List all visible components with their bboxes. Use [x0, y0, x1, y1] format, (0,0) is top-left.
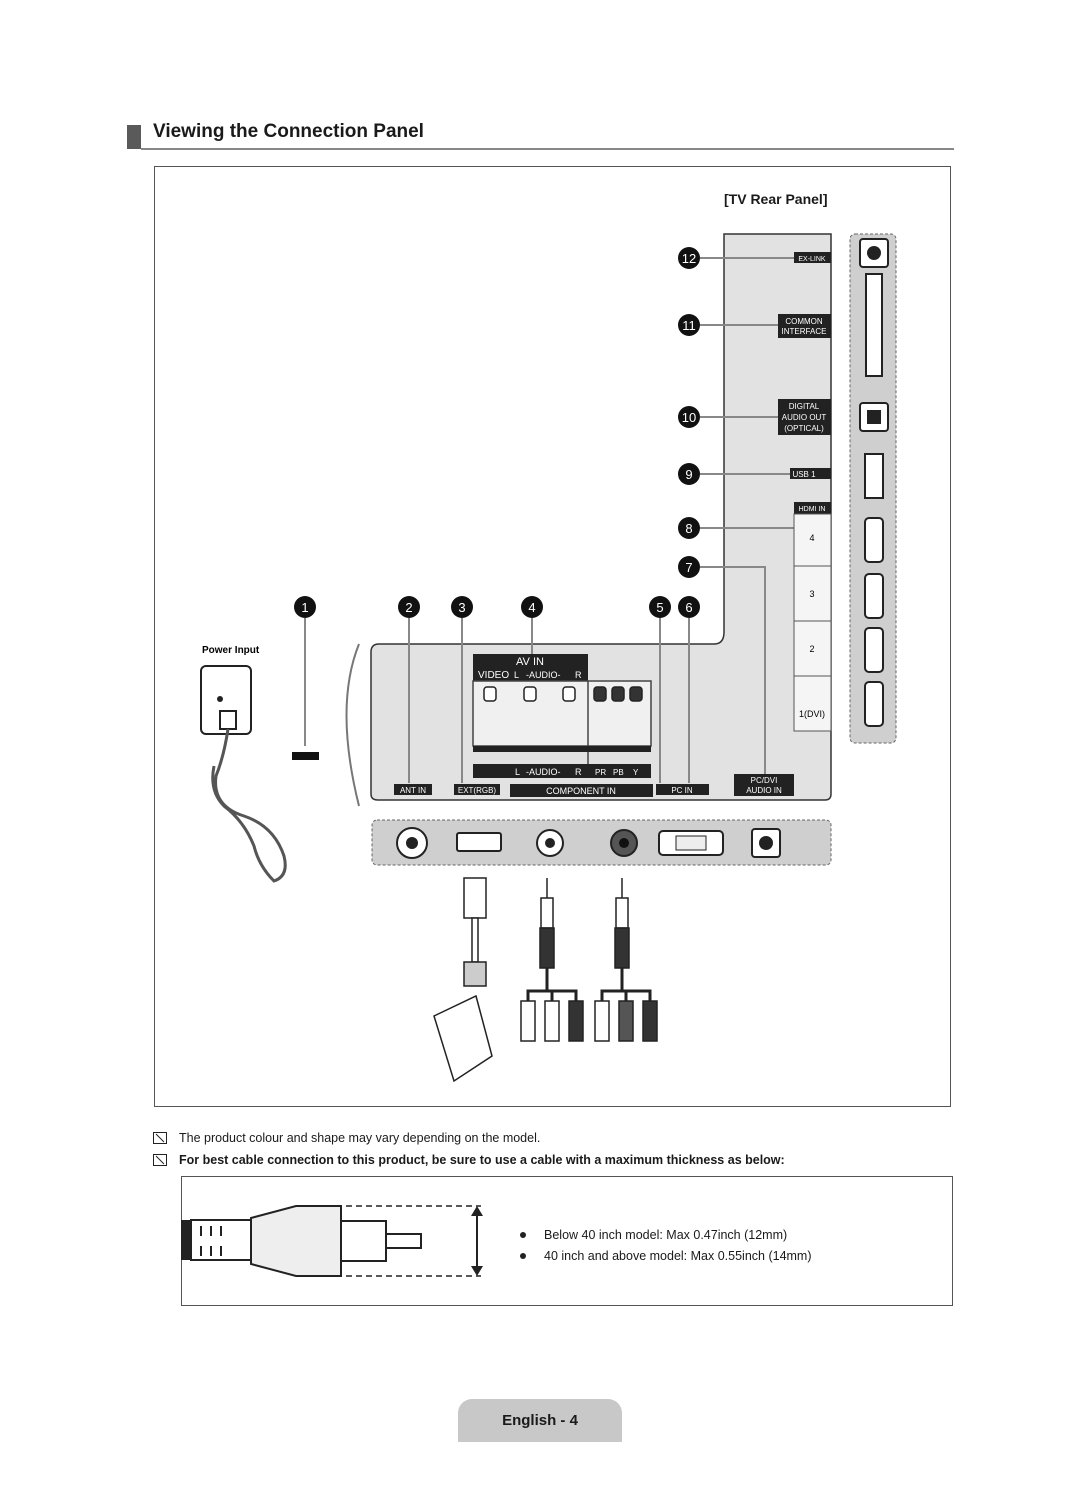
figure-title: [TV Rear Panel]	[724, 191, 828, 207]
ex-link-label: EX-LINK	[798, 256, 826, 263]
callout-2: 2	[398, 596, 420, 618]
callout-4: 4	[521, 596, 543, 618]
svg-text:4: 4	[528, 600, 535, 615]
common-interface-label-line2: INTERFACE	[782, 327, 827, 336]
callout-7: 7	[678, 556, 700, 578]
callout-8: 8	[678, 517, 700, 539]
digital-audio-label-line1: DIGITAL	[789, 402, 820, 411]
note-text: For best cable connection to this produc…	[179, 1153, 785, 1167]
pr-label: PR	[595, 768, 606, 777]
pc-dvi-label-line1: PC/DVI	[751, 776, 778, 785]
callout-12: 12	[678, 247, 700, 269]
callout-1: 1	[294, 596, 316, 618]
pb-label: PB	[613, 768, 624, 777]
pc-dvi-label-line2: AUDIO IN	[746, 786, 782, 795]
av-audio-label: -AUDIO-	[526, 670, 561, 680]
common-interface-label-line1: COMMON	[785, 317, 823, 326]
digital-audio-label-line2: AUDIO OUT	[782, 413, 827, 422]
digital-audio-label-line3: (OPTICAL)	[784, 424, 824, 433]
hdmi-slot-3: 3	[809, 589, 814, 599]
heading-marker	[127, 125, 141, 149]
callout-5: 5	[649, 596, 671, 618]
svg-text:7: 7	[685, 560, 692, 575]
hdmi-slot-2: 2	[809, 644, 814, 654]
av-in-label: AV IN	[516, 656, 544, 668]
callout-3: 3	[451, 596, 473, 618]
power-input-label: Power Input	[202, 645, 260, 656]
connection-panel-figure	[154, 166, 951, 1107]
list-item: Below 40 inch model: Max 0.47inch (12mm)	[520, 1224, 812, 1245]
note-icon	[153, 1154, 167, 1166]
svg-text:9: 9	[685, 467, 692, 482]
comp-audio-l-label: L	[515, 767, 520, 777]
cable-plug-diagram	[181, 1205, 483, 1277]
svg-text:12: 12	[682, 251, 696, 266]
note-product-colour: The product colour and shape may vary de…	[153, 1131, 540, 1145]
cable-spec-list: Below 40 inch model: Max 0.47inch (12mm)…	[520, 1224, 812, 1266]
y-label: Y	[633, 768, 639, 777]
svg-text:5: 5	[656, 600, 663, 615]
list-item: 40 inch and above model: Max 0.55inch (1…	[520, 1245, 812, 1266]
svg-text:8: 8	[685, 521, 692, 536]
spec-text: 40 inch and above model: Max 0.55inch (1…	[544, 1248, 812, 1263]
callout-6: 6	[678, 596, 700, 618]
svg-text:3: 3	[458, 600, 465, 615]
svg-text:2: 2	[405, 600, 412, 615]
pc-in-label: PC IN	[671, 786, 693, 795]
av-audio-l-label: L	[514, 670, 519, 680]
comp-audio-r-label: R	[575, 767, 582, 777]
callout-10: 10	[678, 406, 700, 428]
callout-9: 9	[678, 463, 700, 485]
svg-text:10: 10	[682, 410, 696, 425]
svg-text:11: 11	[682, 318, 696, 333]
comp-audio-label: -AUDIO-	[526, 767, 561, 777]
page-title: Viewing the Connection Panel	[153, 121, 424, 142]
hdmi-slot-1-dvi: 1(DVI)	[799, 709, 825, 719]
heading-rule	[141, 148, 954, 150]
hdmi-in-label: HDMI IN	[799, 506, 826, 513]
page-number-tab: English - 4	[458, 1399, 622, 1442]
component-in-label: COMPONENT IN	[546, 786, 616, 796]
note-cable-thickness: For best cable connection to this produc…	[153, 1153, 785, 1167]
callout-11: 11	[678, 314, 700, 336]
video-label: VIDEO	[478, 670, 509, 681]
spec-text: Below 40 inch model: Max 0.47inch (12mm)	[544, 1227, 788, 1242]
hdmi-slot-4: 4	[809, 533, 814, 543]
av-audio-r-label: R	[575, 670, 582, 680]
svg-text:6: 6	[685, 600, 692, 615]
page-number: English - 4	[502, 1412, 578, 1429]
note-icon	[153, 1132, 167, 1144]
note-text: The product colour and shape may vary de…	[179, 1131, 541, 1145]
usb-label: USB 1	[792, 470, 816, 479]
ant-in-label: ANT IN	[400, 786, 426, 795]
ext-rgb-label: EXT(RGB)	[458, 786, 497, 795]
tv-rear-panel-diagram: 12 11 10 9 8 7 1 2 3 4 5 6 EX-LINK COMMO…	[200, 233, 897, 1083]
svg-text:1: 1	[301, 600, 308, 615]
